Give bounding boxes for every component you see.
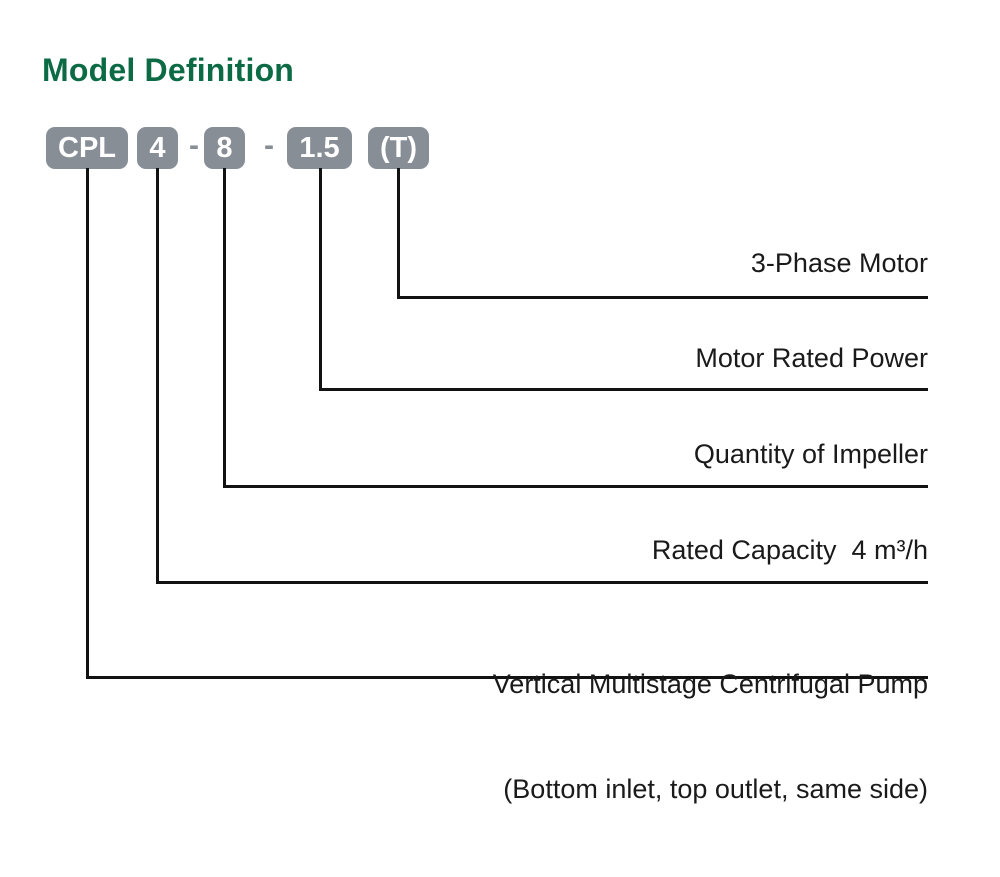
model-code-separator-2: - [264,129,274,162]
definition-phase: 3-Phase Motor [750,248,928,278]
definition-capacity: Rated Capacity 4 m³/h [651,535,928,565]
model-segment-capacity: 4 [137,127,178,169]
connector-series-hline [86,676,928,679]
connector-capacity-hline [156,581,928,584]
definition-series-line2: (Bottom inlet, top outlet, same side) [503,774,928,804]
model-segment-series: CPL [46,127,128,169]
model-segment-power: 1.5 [287,127,352,169]
definition-series-line1: Vertical Multistage Centrifugal Pump [492,669,928,699]
connector-series-vline [86,168,89,679]
connector-impellers-hline [223,485,928,488]
connector-impellers-vline [223,168,226,488]
connector-capacity-vline [156,168,159,584]
connector-power-vline [319,168,322,391]
definition-impellers: Quantity of Impeller [693,439,928,469]
model-code-separator-1: - [189,129,199,162]
connector-phase-hline [397,296,928,299]
definition-power: Motor Rated Power [695,343,928,373]
connector-phase-vline [397,168,400,299]
model-segment-impellers: 8 [204,127,245,169]
page-title: Model Definition [42,52,295,88]
definition-series: Vertical Multistage Centrifugal Pump (Bo… [493,597,928,877]
model-segment-phase: (T) [368,127,429,169]
connector-power-hline [319,388,928,391]
model-definition-diagram: Model Definition CPL 4 - 8 - 1.5 (T) 3-P… [42,52,928,804]
